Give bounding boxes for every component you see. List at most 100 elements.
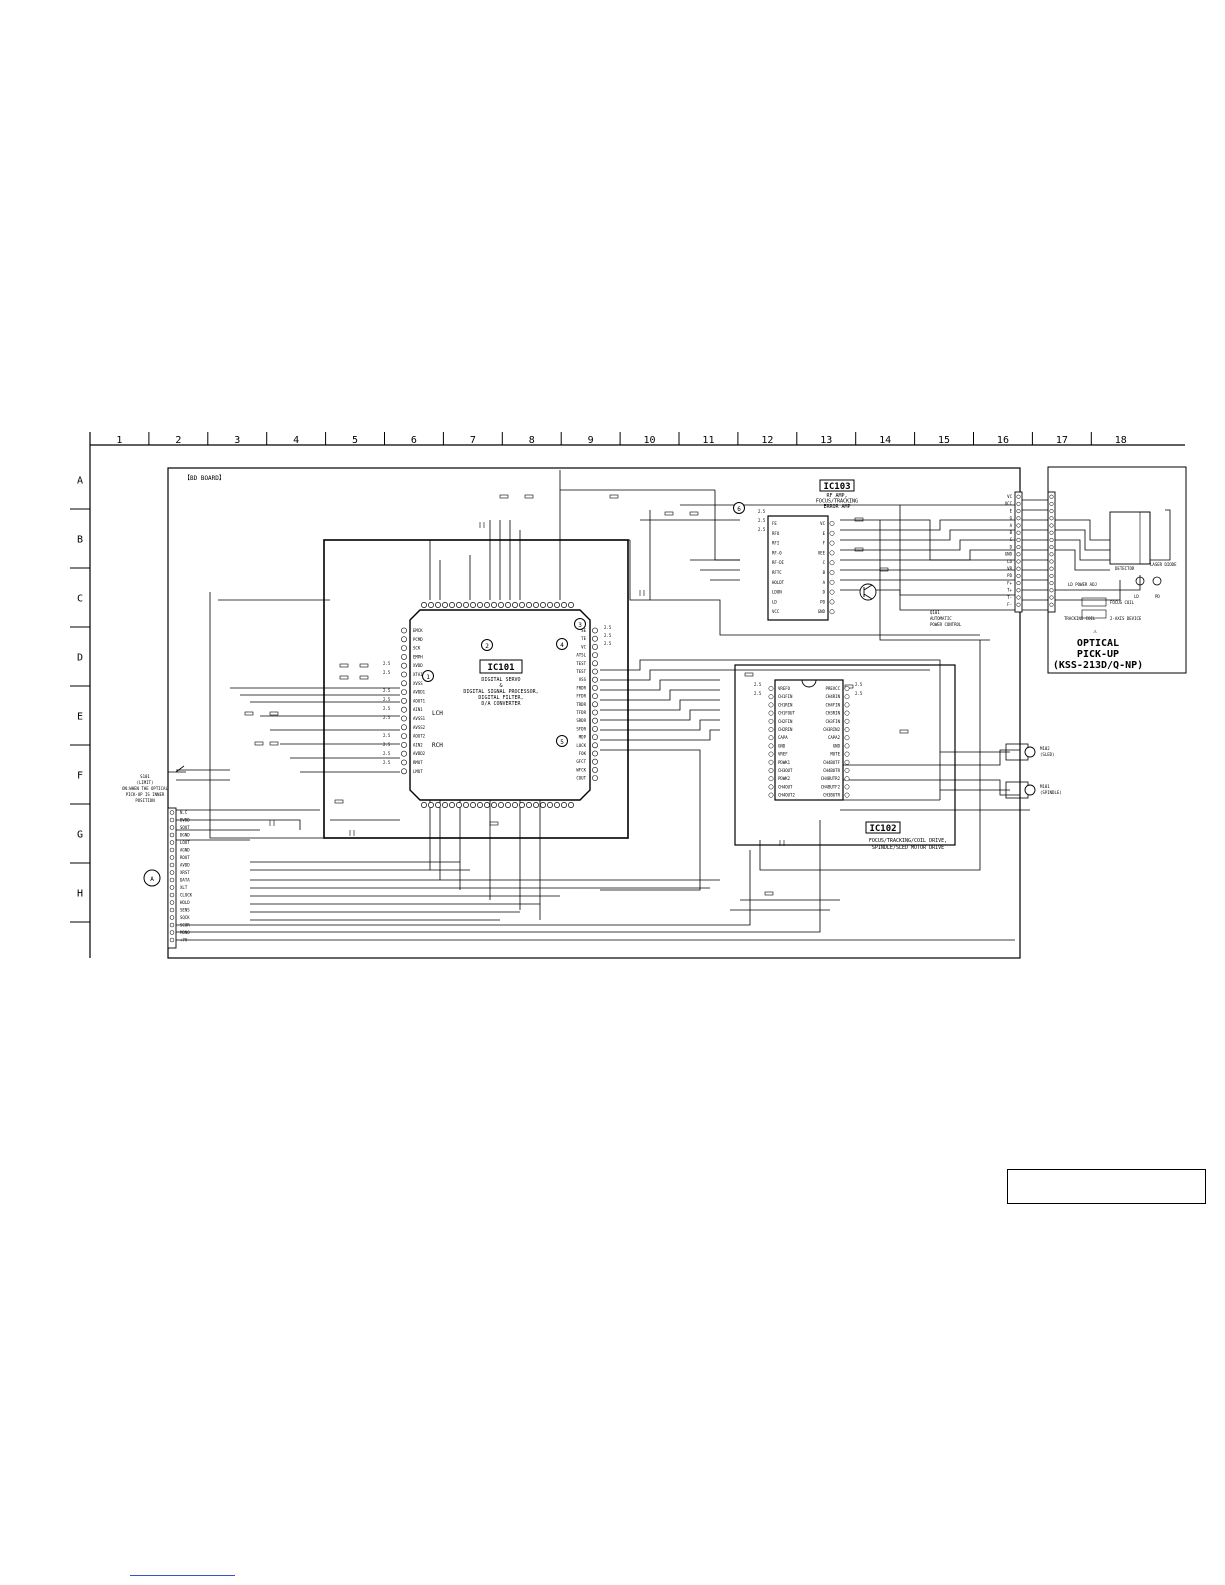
ic101-left-pin: XTAI <box>413 672 423 677</box>
voltage-reading: 2.5 <box>604 625 612 630</box>
column-label: 1 <box>116 435 122 446</box>
ic101-left-pin: AOUT1 <box>413 698 426 703</box>
voltage-reading: 2.5 <box>383 751 391 756</box>
ic102-left-pin: GND <box>778 743 786 748</box>
ic102-right-pin: MUTE <box>830 752 840 757</box>
ic101-left-pin: XVSS <box>413 681 423 686</box>
ic101-desc-line: DIGITAL SERVO <box>481 677 520 683</box>
ic101-left-pin: AVSS2 <box>413 725 426 730</box>
pickup-laser-label: LASER DIODE <box>1150 562 1177 567</box>
voltage-reading: 2.5 <box>855 691 863 696</box>
ic102-right-pin: CH4BUTF2 <box>821 784 841 789</box>
marker-number: 4 <box>560 642 564 649</box>
cn-pin-label: E <box>1010 508 1013 513</box>
cn-pin-label: C <box>1010 537 1013 542</box>
ic102-right-pin: CH4BUTF <box>823 760 840 765</box>
s101-desc-1: (LIMIT) <box>137 780 154 785</box>
row-label: E <box>77 712 83 723</box>
pickup-2axis-label: 2-AXIS DEVICE <box>1110 616 1142 621</box>
cn-pin-label: D <box>1010 544 1013 549</box>
connector-a-pin: SCOR <box>180 923 190 928</box>
marker-number: 1 <box>426 674 430 681</box>
ic101-title: IC101 <box>487 663 514 673</box>
column-label: 16 <box>997 435 1009 446</box>
voltage-reading: 2.5 <box>383 742 391 747</box>
ic103-left-pin: LD <box>772 599 777 604</box>
ic101-right-pin: VSS <box>579 677 587 682</box>
connector-a-pin: XLT <box>180 885 188 890</box>
marker-number: 2 <box>485 643 489 650</box>
column-label: 12 <box>761 435 773 446</box>
connector-a-pin: ROUT <box>180 855 190 860</box>
marker-number: 3 <box>578 622 582 629</box>
ic101-right-pin: GFCT <box>576 759 586 764</box>
m101-desc: (SPINDLE) <box>1040 790 1062 795</box>
pickup-title-2: PICK-UP <box>1077 649 1119 660</box>
voltage-reading: 2.5 <box>604 633 612 638</box>
s101-desc-4: POSITION <box>135 798 155 803</box>
cn-pin-label: T+ <box>1007 588 1012 593</box>
connector-a-pin: DATA <box>180 878 190 883</box>
ic102-left-pin: CH3OUT <box>778 768 793 773</box>
ic102-left-pin: PDWK2 <box>778 776 791 781</box>
connector-a-pin: DVDD <box>180 818 190 823</box>
ic101-right-pin: TRDR <box>576 702 586 707</box>
connector-a-pin: LOUT <box>180 840 190 845</box>
voltage-reading: 2.5 <box>383 670 391 675</box>
optical-pickup: DETECTOR LASER DIODE LD POWER ADJ FOCUS … <box>1047 466 1187 674</box>
ic101-right-pin: SFDR <box>576 726 586 731</box>
marker-circle <box>556 735 568 747</box>
ic101-right-pin: TEST <box>576 669 586 674</box>
ic102-left-pin: CH1RIN <box>778 702 793 707</box>
ic102-desc-1: FOCUS/TRACKING/COIL DRIVE, <box>869 838 947 844</box>
voltage-reading: 2.5 <box>855 682 863 687</box>
cn-pin-label: G <box>1010 516 1013 521</box>
cn-pin-label: PD <box>1007 573 1012 578</box>
ic101-right-pin: COUT <box>576 776 586 781</box>
ic101-desc-line: DIGITAL SIGNAL PROCESSOR, <box>463 689 538 695</box>
marker-circle <box>733 502 745 514</box>
m101-name: M101 <box>1040 784 1050 789</box>
q101-name: Q101 <box>930 610 940 615</box>
ic101-right-pin: TEST <box>576 661 586 666</box>
board-label: 【BD BOARD】 <box>184 475 225 482</box>
ic103-left-pin: HOLDT <box>772 580 785 585</box>
motor-m101: M101 (SPINDLE) <box>1005 781 1062 799</box>
ic102-right-pin: CH4FIN <box>826 702 841 707</box>
ic101-right-pin: VC <box>581 644 586 649</box>
connector-a-pin: SENS <box>180 908 190 913</box>
column-label: 14 <box>879 435 891 446</box>
ic103-right-pin: GND <box>818 609 826 614</box>
voltage-reading: 2.5 <box>383 706 391 711</box>
ic102-right-pin: CH3RIN <box>826 711 841 716</box>
ic102-left-pin: PDWK1 <box>778 760 791 765</box>
row-label: D <box>77 653 83 664</box>
marker-circle <box>556 638 568 650</box>
cn-pin-label: GND <box>1005 552 1013 557</box>
voltage-reading: 2.5 <box>383 715 391 720</box>
voltage-reading: 2.5 <box>383 760 391 765</box>
column-label: 2 <box>175 435 181 446</box>
cn-pin-label: A <box>1010 523 1013 528</box>
ic101-left-pin: AVSS1 <box>413 716 426 721</box>
ic101-right-pin: FOK <box>579 751 587 756</box>
ic101-left-pin: RMUT <box>413 760 423 765</box>
ic101-right-pin: LOCK <box>576 743 586 748</box>
ic102-left-pin: VREF <box>778 752 788 757</box>
bottom-link-line <box>130 1575 235 1576</box>
pickup-title-3: (KSS-213D/Q-NP) <box>1053 660 1143 671</box>
ic101-right-pin: FRDR <box>576 685 586 690</box>
pickup-detector-label: DETECTOR <box>1115 566 1135 571</box>
ic101-left-pin: PCMD <box>413 637 423 642</box>
ic102-title: IC102 <box>869 824 896 834</box>
column-label: 6 <box>411 435 417 446</box>
ic101-left-pin: SCK <box>413 646 421 651</box>
ic101-desc-line: DIGITAL FILTER, <box>478 695 523 701</box>
ic102-right-pin: CH3BUTR <box>823 793 840 798</box>
column-label: 4 <box>293 435 299 446</box>
marker-number: 6 <box>737 506 741 513</box>
connector-a-pin: SOUT <box>180 825 190 830</box>
ic102-right-pin: PREVCC <box>826 686 841 691</box>
